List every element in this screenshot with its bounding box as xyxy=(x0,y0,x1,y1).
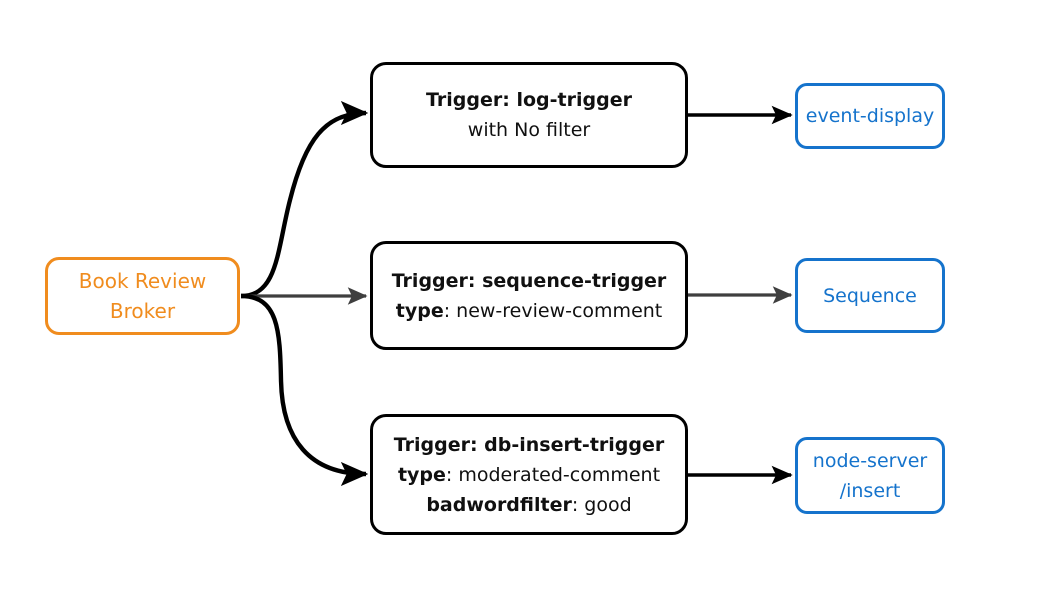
broker-label-line-1: Book Review xyxy=(78,269,207,293)
trigger-db-line-2: type: moderated-comment xyxy=(398,460,660,490)
target-sequence-label: Sequence xyxy=(823,284,917,307)
trigger-log-line-2-rest: with No filter xyxy=(467,119,591,141)
trigger-db-line-1-bold: Trigger: db-insert-trigger xyxy=(393,433,665,456)
trigger-db-line-3-bold: badwordfilter xyxy=(426,493,572,516)
target-event-display-label: event-display xyxy=(805,105,935,127)
broker-label-line-2: Broker xyxy=(109,299,176,323)
node-target-node-server-insert[interactable]: node-server /insert xyxy=(795,437,945,514)
edge-broker-to-db-insert-trigger xyxy=(240,293,369,486)
trigger-db-line-2-bold: type xyxy=(397,463,446,486)
node-book-review-broker[interactable]: Book Review Broker xyxy=(45,257,240,335)
trigger-log-line-1: Trigger: log-trigger xyxy=(426,85,632,115)
trigger-log-line-1-bold: Trigger: log-trigger xyxy=(426,89,632,111)
node-target-event-display[interactable]: event-display xyxy=(795,83,945,149)
node-trigger-log-trigger[interactable]: Trigger: log-trigger with No filter xyxy=(370,62,688,168)
trigger-log-line-2: with No filter xyxy=(468,115,590,145)
target-node-server-label-line-1: node-server xyxy=(812,449,928,472)
trigger-db-line-3: badwordfilter: good xyxy=(426,490,631,520)
target-node-server-label-line-2: /insert xyxy=(839,479,901,502)
node-target-sequence[interactable]: Sequence xyxy=(795,258,945,333)
trigger-sequence-line-2: type: new-review-comment xyxy=(396,296,663,326)
trigger-sequence-line-2-bold: type xyxy=(395,299,444,322)
edge-broker-to-log-trigger xyxy=(240,101,369,299)
node-trigger-sequence-trigger[interactable]: Trigger: sequence-trigger type: new-revi… xyxy=(370,241,688,350)
trigger-sequence-line-1: Trigger: sequence-trigger xyxy=(392,266,667,296)
node-trigger-db-insert-trigger[interactable]: Trigger: db-insert-trigger type: moderat… xyxy=(370,414,688,535)
trigger-sequence-line-1-bold: Trigger: sequence-trigger xyxy=(391,269,667,292)
trigger-sequence-line-2-rest: : new-review-comment xyxy=(443,299,663,322)
trigger-db-line-1: Trigger: db-insert-trigger xyxy=(394,430,665,460)
trigger-db-line-3-rest: : good xyxy=(571,493,632,516)
trigger-db-line-2-rest: : moderated-comment xyxy=(445,463,661,486)
